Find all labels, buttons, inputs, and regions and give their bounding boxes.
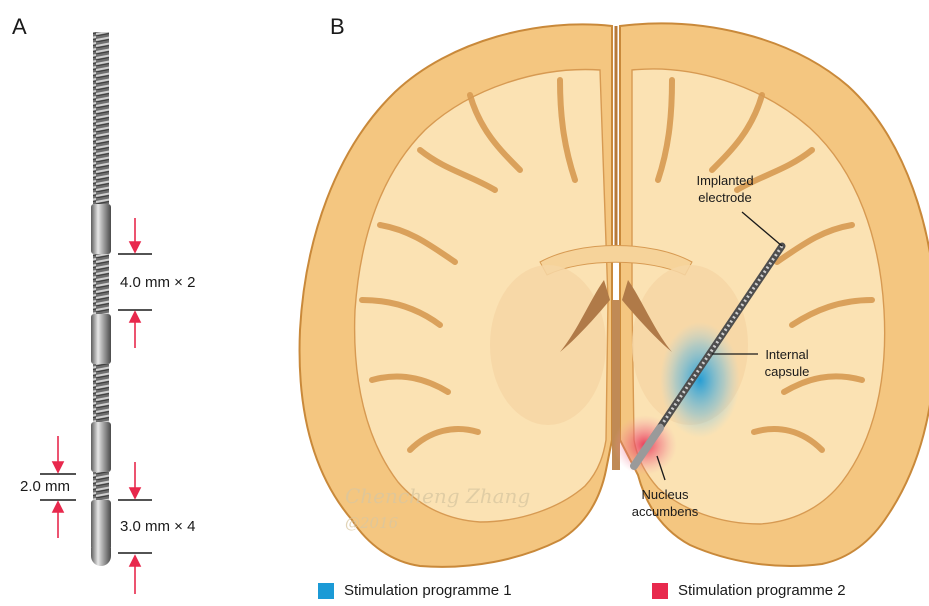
legend-swatch-programme-2: [652, 583, 668, 599]
legend-label-programme-2: Stimulation programme 2: [678, 582, 846, 599]
anno-nucleus-line2: accumbens: [620, 503, 710, 520]
dim-label-4mm: 4.0 mm × 2: [120, 274, 195, 291]
stimulation-field-1: [660, 322, 740, 438]
dim-label-2mm: 2.0 mm: [20, 478, 70, 495]
anno-internal-capsule: Internal capsule: [752, 346, 822, 380]
legend-item-programme-2: Stimulation programme 2: [678, 582, 846, 599]
legend-swatch-programme-1: [318, 583, 334, 599]
watermark-year: @2016: [345, 514, 398, 532]
legend-item-programme-1: Stimulation programme 1: [344, 582, 512, 599]
anno-capsule-line2: capsule: [752, 363, 822, 380]
dim-label-3mm: 3.0 mm × 4: [120, 518, 195, 535]
electrode-lead: [91, 32, 111, 566]
anno-implanted-electrode: Implanted electrode: [680, 172, 770, 206]
anno-implanted-line2: electrode: [680, 189, 770, 206]
anno-nucleus-accumbens: Nucleus accumbens: [620, 486, 710, 520]
watermark-name: Chencheng Zhang: [345, 484, 530, 508]
anno-capsule-line1: Internal: [752, 346, 822, 363]
legend-label-programme-1: Stimulation programme 1: [344, 582, 512, 599]
anno-nucleus-line1: Nucleus: [620, 486, 710, 503]
anno-implanted-line1: Implanted: [680, 172, 770, 189]
